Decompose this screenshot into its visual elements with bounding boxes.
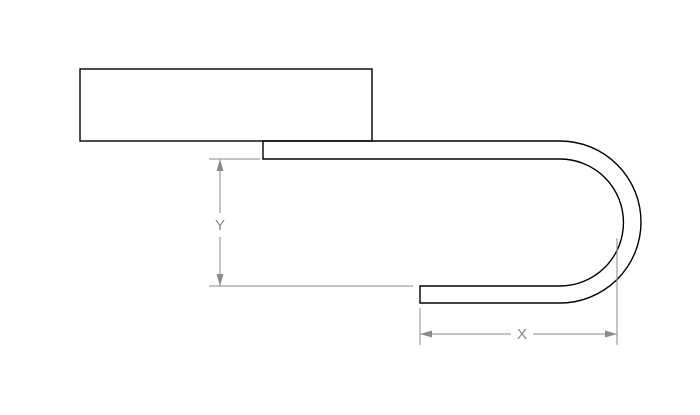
y-dimension-label: Y: [215, 217, 225, 234]
x-arrow-left: [420, 330, 432, 338]
x-dimension-label: X: [517, 326, 527, 343]
mounting-block: [79, 68, 373, 142]
y-arrow-top: [216, 159, 224, 171]
x-arrow-right: [605, 330, 617, 338]
y-arrow-bottom: [216, 274, 224, 286]
bent-strip: [262, 140, 642, 304]
